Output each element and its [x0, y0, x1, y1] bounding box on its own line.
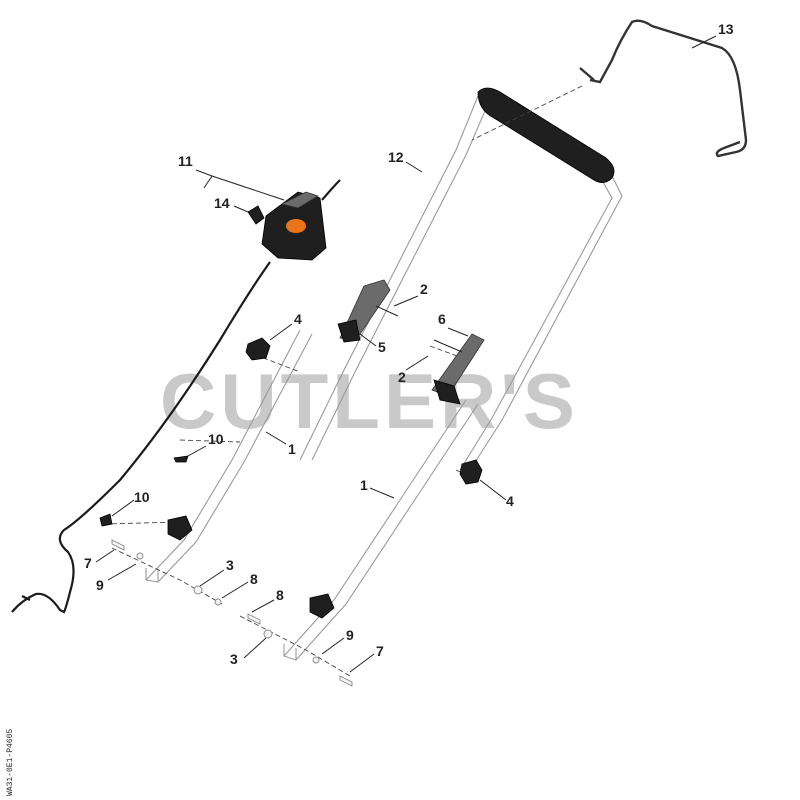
callout-1b: 1	[360, 477, 368, 493]
callout-14: 14	[214, 195, 230, 211]
callouts: 13 11 12 14 2 4 6 5 2 10 1 1 4 10 7 9 3 …	[84, 21, 734, 667]
control-box-orange-button	[286, 219, 306, 233]
callout-3a: 3	[226, 557, 234, 573]
knob-4-lower	[459, 459, 483, 485]
knob-4-upper	[245, 337, 271, 361]
upper-handle-right-leg	[459, 175, 623, 471]
bowden-cable	[11, 261, 271, 614]
callout-4b: 4	[506, 493, 514, 509]
watermark-text: CUTLER'S	[160, 357, 579, 445]
hinge-knob-left	[167, 515, 193, 541]
callout-9a: 9	[96, 577, 104, 593]
drawing-code: WA31-0E1-P4605	[6, 729, 15, 796]
cable-clip-10b	[99, 513, 113, 527]
callout-6: 6	[438, 311, 446, 327]
callout-2a: 2	[420, 281, 428, 297]
lower-tube-left-end	[145, 568, 159, 583]
leader-lines	[95, 35, 717, 673]
callout-3b: 3	[230, 651, 238, 667]
lower-tube-right-end	[283, 644, 297, 661]
callout-10a: 10	[208, 431, 224, 447]
bail-wire	[589, 19, 748, 158]
hardware-right	[247, 613, 353, 687]
clip-part-14	[247, 205, 265, 225]
callout-7b: 7	[376, 643, 384, 659]
drawing-code-text: WA31-0E1-P4605	[6, 729, 15, 796]
lower-tube-right	[283, 399, 479, 661]
screw-2b	[433, 339, 463, 353]
callout-13: 13	[718, 21, 734, 37]
hinge-knob-right	[309, 593, 335, 619]
screw-2a	[375, 305, 399, 317]
callout-11: 11	[178, 153, 193, 169]
callout-1a: 1	[288, 441, 296, 457]
callout-12: 12	[388, 149, 404, 165]
control-box	[261, 179, 341, 261]
cable-guide-5	[337, 279, 391, 343]
callout-8a: 8	[250, 571, 258, 587]
handle-grip	[477, 87, 615, 183]
bail-wire-end	[579, 67, 595, 81]
callout-9b: 9	[346, 627, 354, 643]
cable-clip-10a	[173, 455, 189, 463]
callout-10b: 10	[134, 489, 150, 505]
callout-8b: 8	[276, 587, 284, 603]
lower-tube-left	[145, 329, 313, 583]
cable-guide-6	[431, 333, 485, 405]
upper-handle-left-leg	[299, 95, 489, 461]
callout-4a: 4	[294, 311, 302, 327]
callout-5: 5	[378, 339, 386, 355]
handle-assembly	[145, 87, 623, 661]
callout-2b: 2	[398, 369, 406, 385]
hardware-left	[111, 539, 222, 606]
callout-7a: 7	[84, 555, 92, 571]
